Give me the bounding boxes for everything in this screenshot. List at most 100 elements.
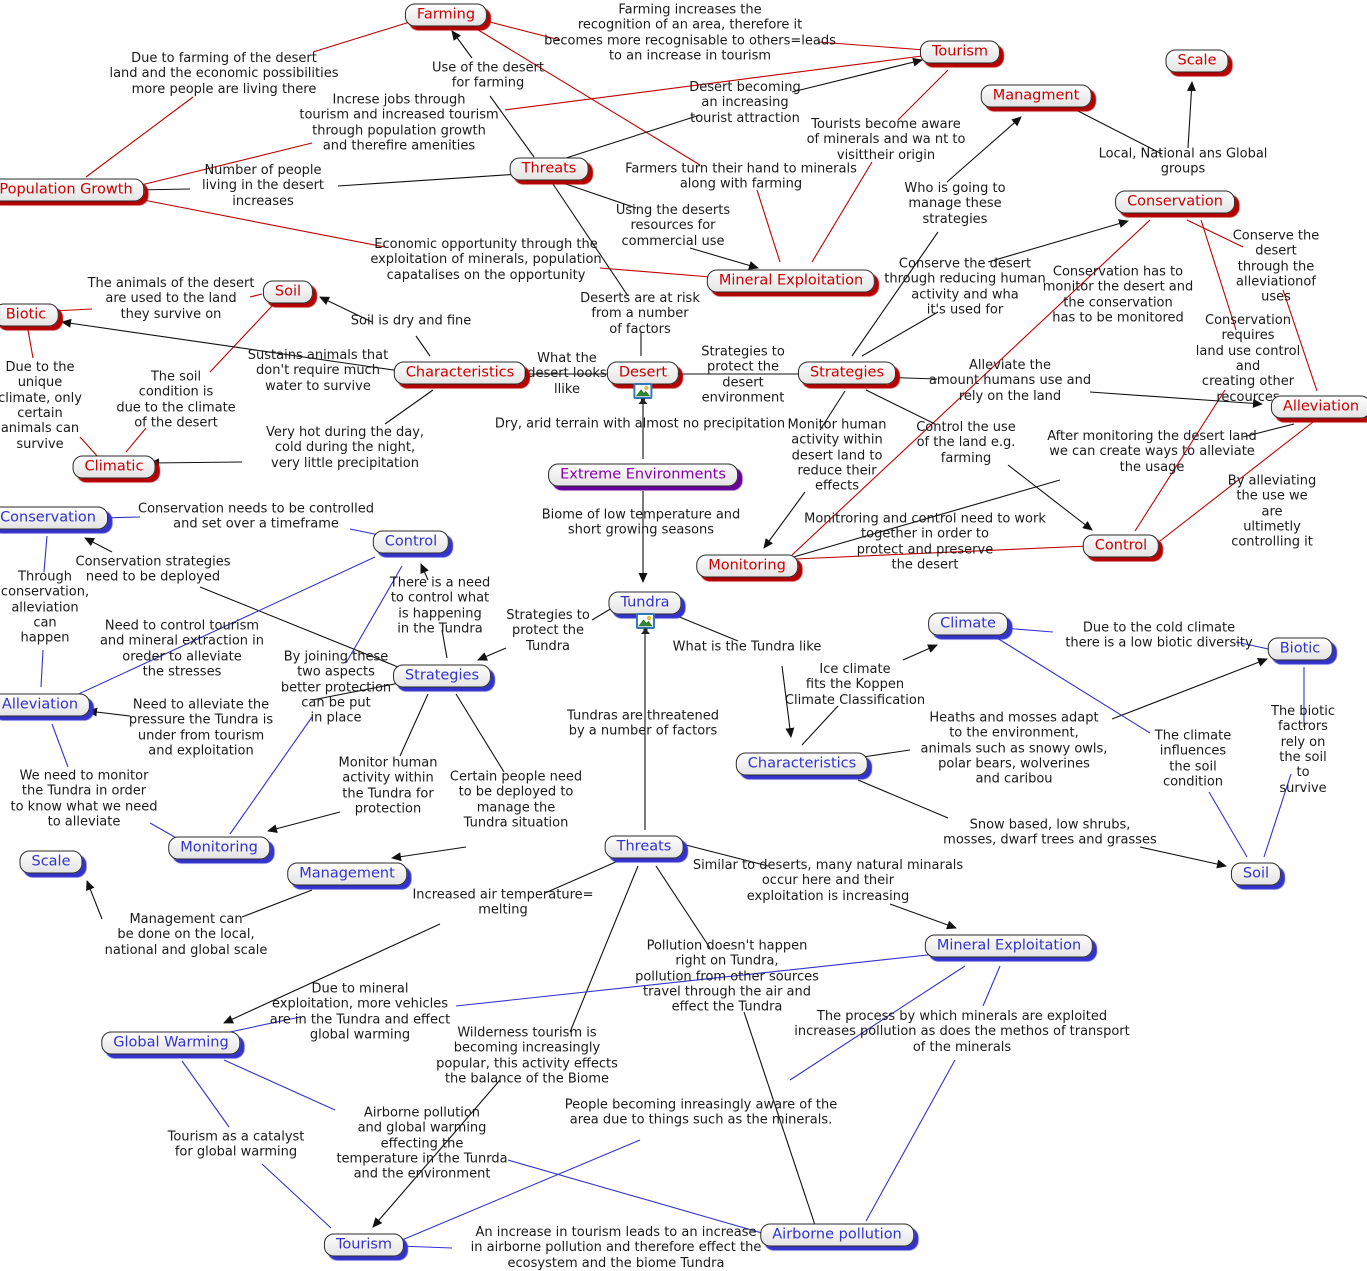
concept-node-label: Tourism: [931, 43, 989, 60]
connector-line: [391, 846, 467, 862]
concept-node-strategies-tundra[interactable]: Strategies: [392, 664, 492, 688]
link-phrase: Airborne pollution and global warming ef…: [336, 1105, 508, 1182]
concept-node-label: Farming: [416, 6, 476, 23]
concept-node-control-desert[interactable]: Control: [1082, 534, 1160, 558]
connector-line: [789, 965, 966, 1081]
connector-line: [229, 1016, 301, 1033]
link-phrase: Similar to deserts, many natural minaral…: [692, 858, 964, 904]
connector-line: [86, 880, 103, 920]
concept-node-farming[interactable]: Farming: [404, 3, 488, 27]
connector-line: [1242, 423, 1295, 438]
concept-node-scale-tundra[interactable]: Scale: [19, 850, 83, 874]
connector-line: [544, 860, 619, 894]
connector-line: [319, 296, 373, 323]
concept-node-managment[interactable]: Managment: [980, 84, 1092, 108]
link-phrase: Increse jobs through tourism and increas…: [299, 92, 499, 154]
link-phrase: Alleviate the amount humans use and rely…: [928, 358, 1092, 404]
connector-line: [862, 749, 911, 758]
concept-node-characteristics-tundra[interactable]: Characteristics: [735, 752, 869, 776]
concept-node-desert[interactable]: Desert: [606, 361, 680, 404]
concept-node-characteristics-desert[interactable]: Characteristics: [393, 361, 527, 385]
link-phrase: Number of people living in the desert in…: [201, 163, 325, 209]
connector-line: [676, 615, 739, 642]
link-phrase: Who is going to manage these strategies: [904, 181, 1006, 227]
connector-line: [420, 563, 429, 581]
link-phrase: Tourism as a catalyst for global warming: [167, 1129, 305, 1160]
connector-line: [1263, 773, 1292, 858]
link-phrase: Monitor human activity within the Tundra…: [338, 755, 438, 817]
concept-node-tourism-tundra[interactable]: Tourism: [323, 1233, 405, 1257]
link-phrase: Soil is dry and fine: [350, 313, 472, 329]
concept-node-mineral-exploitation-tundra[interactable]: Mineral Exploitation: [924, 934, 1094, 958]
concept-node-label: Soil: [274, 283, 302, 300]
connector-line: [791, 57, 923, 93]
concept-node-population-growth[interactable]: Population Growth: [0, 178, 145, 202]
concept-node-extreme-environments[interactable]: Extreme Environments: [548, 463, 738, 487]
link-phrase: Control the use of the land e.g. farming: [916, 420, 1016, 466]
connector-line: [789, 479, 1061, 559]
link-phrase: People becoming inreasingly aware of the…: [564, 1097, 838, 1128]
concept-node-soil-tundra[interactable]: Soil: [1230, 862, 1282, 886]
concept-node-global-warming[interactable]: Global Warming: [101, 1031, 241, 1055]
image-resource-icon[interactable]: [634, 613, 656, 637]
connector-line: [504, 55, 923, 111]
link-phrase: Use of the desert for farming: [431, 60, 545, 91]
image-resource-icon[interactable]: [632, 383, 654, 407]
connector-line: [817, 41, 926, 51]
concept-node-threats-tundra[interactable]: Threats: [604, 835, 684, 859]
concept-node-alleviation-tundra[interactable]: Alleviation: [0, 693, 91, 717]
concept-node-climate-tundra[interactable]: Climate: [928, 612, 1008, 636]
concept-node-threats-desert[interactable]: Threats: [509, 157, 589, 181]
concept-node-label: Biotic: [1279, 640, 1321, 657]
concept-node-tundra[interactable]: Tundra: [608, 591, 682, 634]
concept-node-biotic-tundra[interactable]: Biotic: [1267, 637, 1333, 661]
concept-node-monitoring-tundra[interactable]: Monitoring: [168, 836, 270, 860]
connector-line: [865, 1059, 956, 1222]
connector-line: [599, 267, 724, 279]
link-phrase: Due to farming of the desert land and th…: [109, 51, 339, 97]
concept-node-label: Monitoring: [180, 839, 258, 856]
concept-node-biotic-desert[interactable]: Biotic: [0, 303, 59, 327]
concept-node-conservation-desert[interactable]: Conservation: [1115, 190, 1235, 214]
concept-node-label: Soil: [1242, 865, 1270, 882]
concept-node-tourism-desert[interactable]: Tourism: [919, 40, 1001, 64]
connector-line: [474, 27, 701, 166]
connector-line: [399, 693, 429, 757]
link-phrase: There is a need to control what is happe…: [389, 575, 491, 637]
link-phrase: Conservation requires land use control a…: [1195, 313, 1301, 405]
concept-node-label: Mineral Exploitation: [718, 272, 864, 289]
concept-node-mineral-exploitation-desert[interactable]: Mineral Exploitation: [706, 269, 876, 293]
connector-line: [267, 811, 341, 834]
link-phrase: The process by which minerals are exploi…: [794, 1009, 1130, 1055]
link-phrase: Monitor human activity within desert lan…: [787, 417, 887, 494]
concept-node-alleviation-desert[interactable]: Alleviation: [1270, 395, 1367, 419]
concept-node-climatic[interactable]: Climatic: [72, 455, 156, 479]
connector-line: [819, 390, 846, 431]
link-phrase: Increased air temperature= melting: [412, 887, 594, 918]
connector-line: [507, 1159, 777, 1238]
concept-node-airborne-pollution[interactable]: Airborne pollution: [760, 1223, 914, 1247]
link-phrase: Deserts are at risk from a number of fac…: [580, 291, 700, 337]
connector-line: [477, 647, 507, 661]
connector-line: [1002, 627, 1054, 633]
concept-node-management-tundra[interactable]: Management: [287, 862, 407, 886]
concept-node-soil-desert[interactable]: Soil: [262, 280, 314, 304]
connector-line: [902, 644, 938, 661]
concept-node-monitoring-desert[interactable]: Monitoring: [696, 554, 798, 578]
concept-node-control-tundra[interactable]: Control: [372, 530, 450, 554]
link-phrase: Strategies to protect the Tundra: [506, 608, 590, 654]
concept-node-strategies-desert[interactable]: Strategies: [797, 361, 897, 385]
concept-node-scale-desert[interactable]: Scale: [1165, 49, 1229, 73]
connector-line: [125, 427, 147, 453]
link-phrase: After monitoring the desert land we can …: [1047, 429, 1257, 475]
connector-line: [312, 20, 414, 53]
link-phrase: Due to the cold climate there is a low b…: [1065, 620, 1253, 651]
concept-node-label: Scale: [31, 853, 71, 870]
link-phrase: Wilderness tourism is becoming increasin…: [436, 1025, 618, 1087]
link-phrase: Conservation strategies need to be deplo…: [75, 554, 231, 585]
concept-node-label: Scale: [1177, 52, 1217, 69]
concept-node-conservation-tundra[interactable]: Conservation: [0, 506, 108, 530]
link-phrase: Dry, arid terrain with almost no precipi…: [494, 416, 786, 432]
connector-line: [1007, 464, 1093, 531]
